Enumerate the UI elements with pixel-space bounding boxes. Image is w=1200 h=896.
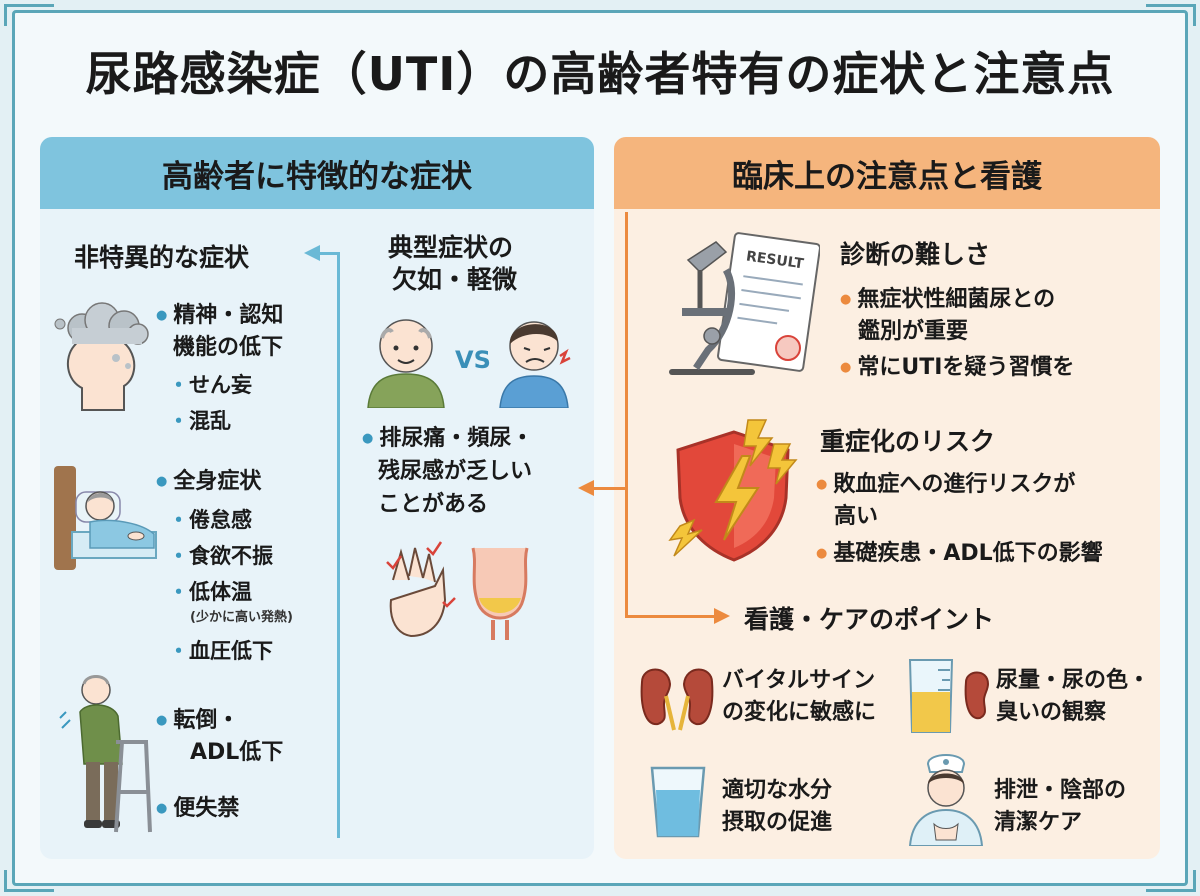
urine-beaker-icon — [908, 659, 990, 733]
hand-bladder-icon — [386, 541, 529, 640]
arrow-right-icon — [714, 608, 730, 624]
care-urine: 尿量・尿の色・ — [996, 668, 1151, 693]
frame-corner — [1146, 870, 1196, 892]
severity-item: 高い — [834, 504, 879, 529]
arrow-left-icon — [304, 245, 320, 261]
severity-heading: 重症化のリスク — [820, 427, 996, 456]
typical-symptom-text: 排尿痛・頻尿・ — [362, 423, 533, 458]
care-water: 適切な水分 — [722, 778, 833, 803]
microscope-result-icon: RESULT — [669, 232, 820, 375]
severity-item: 敗血症への進行リスクが — [816, 469, 1075, 504]
symptom-item: 食欲不振 — [168, 540, 273, 572]
page-title: 尿路感染症（UTI）の高齢者特有の症状と注意点 — [85, 47, 1115, 101]
shield-lightning-icon — [668, 419, 798, 562]
typical-symptom-text: 残尿感が乏しい — [378, 459, 533, 484]
connector-line — [337, 252, 340, 838]
symptom-item: 混乱 — [168, 405, 231, 437]
care-water: 摂取の促進 — [722, 810, 833, 835]
care-vital: の変化に敏感に — [722, 700, 877, 725]
mental-label: 精神・認知 — [156, 300, 283, 335]
vs-label: VS — [455, 346, 491, 374]
symptom-note: (少かに高い発熱) — [190, 610, 293, 625]
nonspecific-heading: 非特異的な症状 — [74, 243, 250, 272]
care-vital: バイタルサイン — [722, 668, 876, 693]
care-hygiene: 清潔ケア — [994, 810, 1083, 835]
frame-corner — [1146, 4, 1196, 26]
fall-label: ADL低下 — [190, 740, 284, 765]
diagnosis-heading: 診断の難しさ — [840, 240, 991, 269]
systemic-label: 全身症状 — [156, 466, 261, 501]
severity-item: 基礎疾患・ADL低下の影響 — [816, 538, 1102, 573]
symptoms-panel-header: 高齢者に特徴的な症状 — [40, 137, 594, 209]
kidney-icon — [640, 668, 714, 731]
mental-label: 機能の低下 — [173, 335, 284, 360]
elderly-man-icon — [367, 319, 445, 408]
symptom-item: せん妄 — [168, 369, 252, 401]
young-man-pain-icon — [499, 321, 571, 408]
frame-corner — [4, 4, 54, 26]
care-heading: 看護・ケアのポイント — [744, 605, 995, 634]
fall-label: 転倒・ — [156, 705, 239, 740]
arrow-left-icon — [578, 480, 594, 496]
confused-head-icon — [54, 302, 149, 411]
diagnosis-item: 無症状性細菌尿との — [840, 284, 1055, 319]
symptom-item: 血圧低下 — [168, 635, 273, 667]
symptom-item: 低体温 — [168, 576, 252, 608]
connector-line — [593, 487, 627, 490]
elderly-walker-icon — [59, 675, 152, 833]
diagnosis-item: 常にUTIを疑う習慣を — [840, 352, 1074, 387]
connector-line — [318, 252, 340, 255]
frame-corner — [4, 870, 54, 892]
connector-line — [625, 212, 628, 618]
care-hygiene: 排泄・陰部の — [994, 778, 1127, 803]
care-urine: 臭いの観察 — [996, 700, 1107, 725]
bed-patient-icon — [54, 466, 157, 570]
water-glass-icon — [650, 766, 706, 838]
clinical-panel-header: 臨床上の注意点と看護 — [614, 137, 1160, 209]
connector-line — [625, 615, 717, 618]
incontinence-label: 便失禁 — [156, 793, 239, 828]
symptom-item: 倦怠感 — [168, 504, 252, 536]
nurse-icon — [908, 754, 984, 846]
typical-heading: 典型症状の — [388, 233, 514, 262]
diagnosis-item: 鑑別が重要 — [858, 319, 969, 344]
typical-heading: 欠如・軽微 — [392, 265, 518, 294]
typical-symptom-text: ことがある — [378, 492, 489, 517]
